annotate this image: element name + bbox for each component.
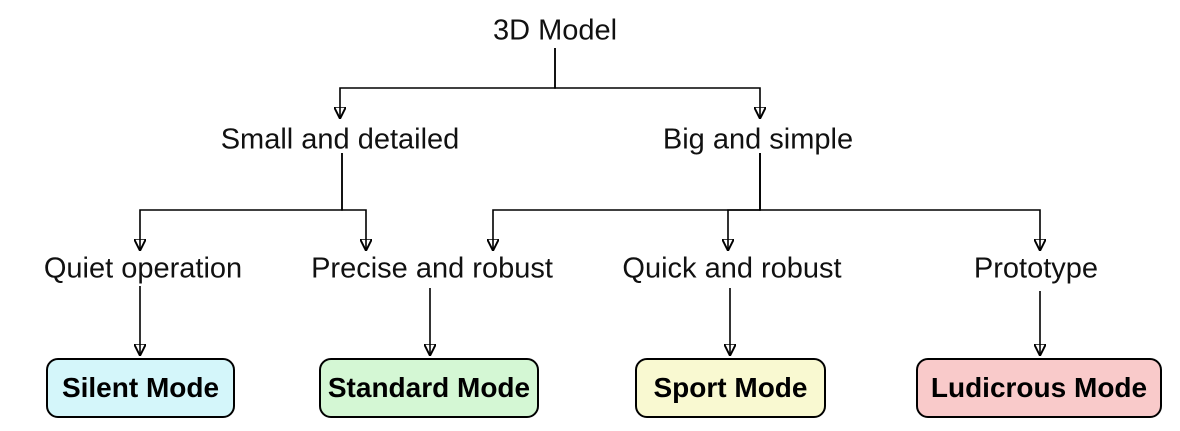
- edge-big-to-prototype: [759, 153, 1040, 249]
- node-precise-and-robust: Precise and robust: [311, 252, 553, 285]
- node-silent-mode: Silent Mode: [46, 358, 235, 418]
- node-standard-mode: Standard Mode: [319, 358, 539, 418]
- node-sport-mode: Sport Mode: [635, 358, 826, 418]
- edge-small-to-precise: [341, 153, 366, 249]
- node-prototype: Prototype: [973, 252, 1099, 285]
- node-ludicrous-mode: Ludicrous Mode: [916, 358, 1162, 418]
- node-quick-and-robust: Quick and robust: [622, 252, 842, 285]
- edge-big-to-quick: [728, 153, 761, 249]
- edge-big-to-precise: [493, 153, 761, 249]
- node-small-and-detailed: Small and detailed: [220, 123, 460, 156]
- node-3d-model: 3D Model: [492, 14, 618, 47]
- edge-root-to-big-simple: [554, 48, 760, 117]
- node-quiet-operation: Quiet operation: [43, 252, 243, 285]
- edge-root-to-small-detailed: [340, 48, 556, 117]
- node-big-and-simple: Big and simple: [662, 123, 854, 156]
- edge-small-to-quiet: [140, 153, 343, 249]
